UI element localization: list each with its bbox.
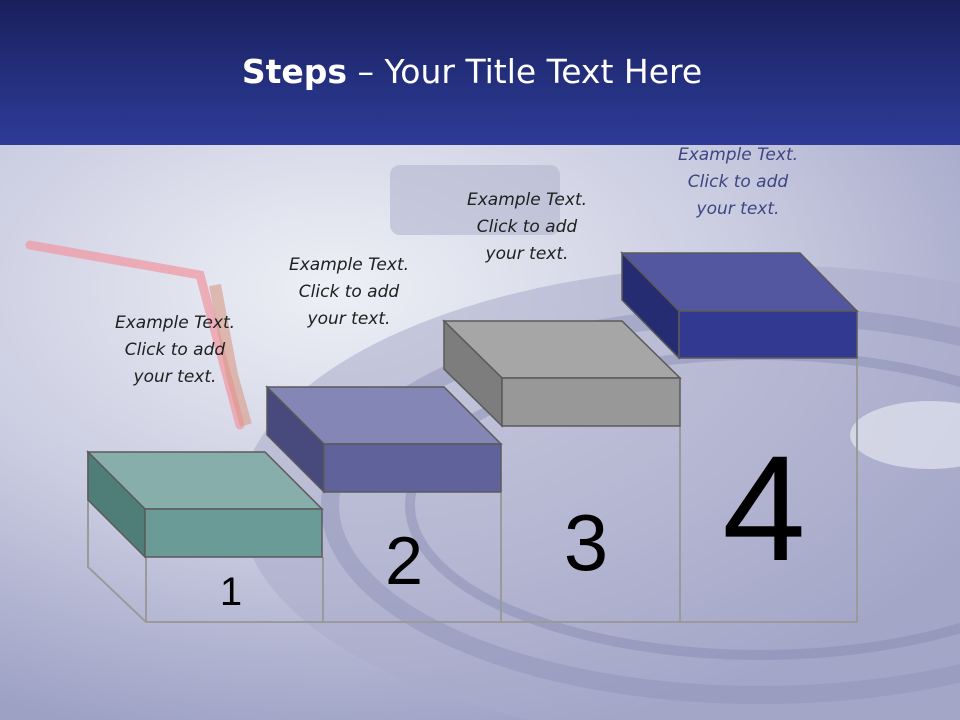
step-3-front: [501, 377, 681, 427]
title-bar: [0, 0, 960, 145]
step-text-line: Example Text.: [466, 190, 588, 210]
step-text-line: your text.: [133, 367, 217, 387]
step-number-3: 3: [564, 498, 609, 587]
step-text-line: Click to add: [476, 217, 578, 237]
slide-title[interactable]: Steps – Your Title Text Here: [0, 52, 944, 91]
step-2-front: [323, 443, 502, 493]
step-number-2: 2: [385, 523, 423, 599]
step-text-4[interactable]: Example Text. Click to add your text.: [653, 142, 823, 223]
step-text-line: Example Text.: [288, 255, 410, 275]
step-text-line: your text.: [485, 244, 569, 264]
step-1-front: [144, 508, 323, 558]
step-text-2[interactable]: Example Text. Click to add your text.: [264, 252, 434, 333]
step-text-line: your text.: [307, 309, 391, 329]
step-number-1: 1: [220, 570, 242, 614]
turntable-background: [0, 145, 960, 720]
title-rest: – Your Title Text Here: [347, 52, 703, 91]
step-text-line: Click to add: [298, 282, 400, 302]
step-text-line: Example Text.: [114, 313, 236, 333]
step-text-line: Click to add: [124, 340, 226, 360]
step-text-line: your text.: [696, 199, 780, 219]
title-bold: Steps: [241, 52, 348, 91]
step-text-3[interactable]: Example Text. Click to add your text.: [442, 187, 612, 268]
step-number-4: 4: [722, 424, 805, 592]
step-text-line: Example Text.: [677, 145, 799, 165]
step-4-front: [678, 310, 858, 359]
step-text-1[interactable]: Example Text. Click to add your text.: [90, 310, 260, 391]
step-text-line: Click to add: [687, 172, 789, 192]
